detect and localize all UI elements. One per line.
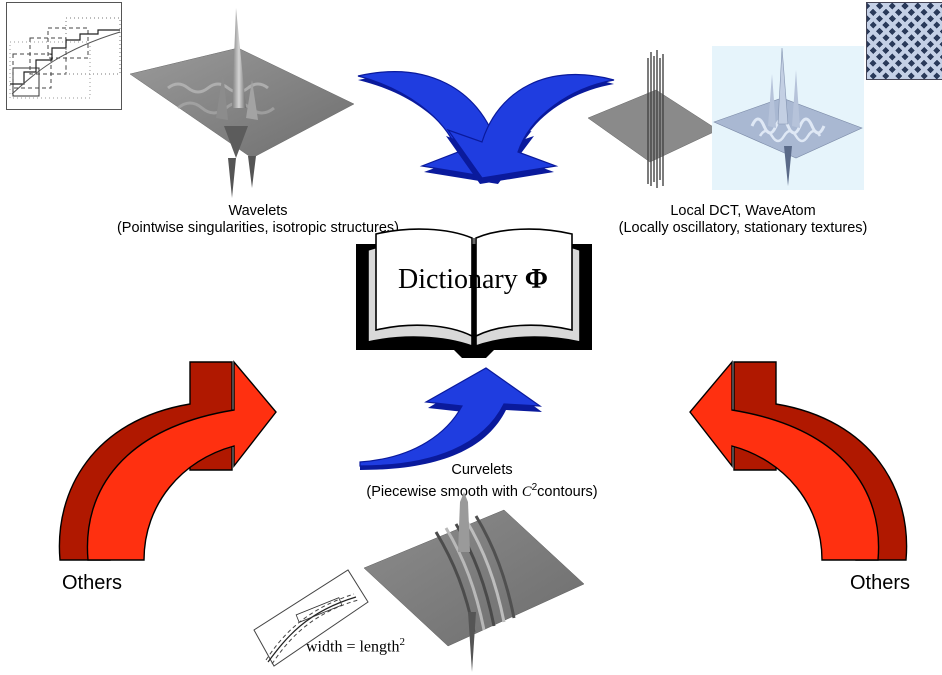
local-dct-caption: Local DCT, WaveAtom (Locally oscillatory…	[570, 203, 916, 237]
blue-curvelet-arrow	[359, 367, 543, 470]
others-left-label: Others	[62, 572, 123, 594]
relation-sup: 2	[399, 636, 405, 648]
wavelet-surface-plot	[129, 8, 355, 198]
dictionary-title: Dictionary Φ	[378, 264, 568, 296]
relation-lhs: width	[306, 638, 343, 656]
wavelet-tiling-diagram	[6, 2, 122, 110]
curvelets-description: (Piecewise smooth with C2contours)	[316, 479, 648, 501]
blue-merge-arrow	[357, 71, 615, 184]
curvelets-description-sup: 2	[531, 482, 538, 493]
wavelets-caption: Wavelets (Pointwise singularities, isotr…	[58, 203, 458, 237]
curvelets-label: Curvelets	[451, 462, 513, 478]
dictionary-book-icon	[356, 228, 592, 358]
red-arrow-left	[58, 360, 277, 561]
relation-eq: =	[342, 638, 360, 656]
local-dct-description: (Locally oscillatory, stationary texture…	[618, 220, 868, 236]
wavelets-description: (Pointwise singularities, isotropic stru…	[116, 220, 400, 236]
relation-rhs: length	[359, 638, 400, 656]
curvelet-tiling-diagram	[253, 569, 369, 667]
curvelets-description-suffix: contours)	[537, 483, 598, 500]
wavelets-label: Wavelets	[228, 203, 288, 219]
curvelet-surface-plot	[363, 492, 585, 672]
curvelet-scaling-relation: width = length2	[306, 636, 405, 656]
local-dct-surface-plot	[587, 50, 719, 188]
curvelets-caption: Curvelets (Piecewise smooth with C2conto…	[316, 462, 648, 501]
curvelets-description-prefix: (Piecewise smooth with	[366, 483, 522, 500]
dictionary-title-symbol: Φ	[524, 264, 548, 295]
waveatom-surface-plot	[713, 47, 863, 186]
local-dct-label: Local DCT, WaveAtom	[670, 203, 816, 219]
red-arrow-right	[689, 360, 908, 561]
dictionary-title-text: Dictionary	[398, 264, 518, 295]
others-right-label: Others	[850, 572, 911, 594]
texture-thumbnail	[866, 2, 942, 80]
curvelets-description-math: C	[521, 483, 532, 500]
